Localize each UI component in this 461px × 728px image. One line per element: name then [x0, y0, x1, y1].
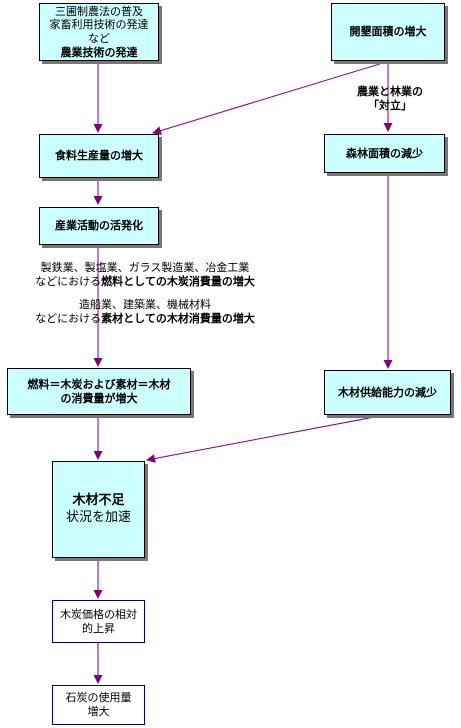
arrow-reclaim-to-food: [152, 61, 387, 135]
edge-label-fuel: 製鉄業、製塩業、ガラス製造業、冶金工業 などにおける燃料としての木炭消費量の増大: [0, 261, 290, 290]
node-forest-area-label: 森林面積の減少: [346, 146, 423, 160]
node-charcoal-price-line1: 木炭価格の相対: [60, 607, 137, 621]
node-reclaimed-area-label: 開墾面積の増大: [349, 25, 427, 39]
edge-label-material-prefix: などにおける: [35, 312, 102, 326]
node-food-production: 食料生産量の増大: [39, 134, 159, 178]
node-agricultural-tech-line3: など: [88, 32, 110, 45]
node-consumption-increase: 燃料＝木炭および素材＝木材 の消費量が増大: [7, 368, 191, 415]
node-coal-usage-line1: 石炭の使用量: [65, 691, 132, 705]
node-agricultural-tech-line2: 家畜利用技術の発達: [49, 18, 149, 32]
edge-label-conflict-line2: 「対立」: [368, 99, 412, 113]
node-industrial-activity: 産業活動の活発化: [39, 207, 159, 245]
node-coal-usage-line2: 増大: [87, 705, 110, 718]
node-coal-usage: 石炭の使用量 増大: [52, 685, 145, 725]
node-agricultural-tech: 三圃制農法の普及 家畜利用技術の発達 など 農業技術の発達: [39, 3, 159, 61]
node-agricultural-tech-line4: 農業技術の発達: [60, 45, 138, 59]
edge-label-fuel-line1: 製鉄業、製塩業、ガラス製造業、冶金工業: [40, 261, 250, 274]
node-food-production-label: 食料生産量の増大: [55, 149, 143, 163]
edge-label-fuel-prefix: などにおける: [35, 275, 102, 289]
edge-label-conflict-line1: 農業と林業の: [357, 85, 423, 98]
node-reclaimed-area: 開墾面積の増大: [331, 3, 445, 61]
node-timber-shortage: 木材不足 状況を加速: [52, 461, 145, 558]
edge-label-material-line1: 造船業、建築業、機械材料: [79, 298, 211, 311]
edge-label-conflict: 農業と林業の 「対立」: [340, 85, 440, 114]
edge-label-material-emphasis: 素材としての木材消費量の増大: [101, 312, 255, 326]
node-timber-shortage-line1: 木材不足: [72, 493, 125, 509]
arrow-supply-to-shortage: [146, 414, 386, 463]
node-consumption-line2: の消費量が増大: [60, 391, 138, 405]
node-consumption-line1: 燃料＝木炭および素材＝木材: [27, 377, 171, 391]
node-supply-decrease-label: 木材供給能力の減少: [338, 385, 437, 399]
edge-label-material: 造船業、建築業、機械材料 などにおける素材としての木材消費量の増大: [0, 298, 290, 327]
node-supply-decrease: 木材供給能力の減少: [324, 370, 451, 415]
node-charcoal-price: 木炭価格の相対 的上昇: [52, 600, 145, 643]
node-agricultural-tech-line1: 三圃制農法の普及: [55, 4, 143, 18]
node-industrial-activity-label: 産業活動の活発化: [55, 219, 143, 233]
node-forest-area: 森林面積の減少: [324, 134, 445, 173]
edge-label-fuel-emphasis: 燃料としての木炭消費量の増大: [101, 275, 255, 289]
node-charcoal-price-line2: 的上昇: [82, 621, 115, 635]
node-timber-shortage-line2: 状況を加速: [65, 509, 131, 525]
